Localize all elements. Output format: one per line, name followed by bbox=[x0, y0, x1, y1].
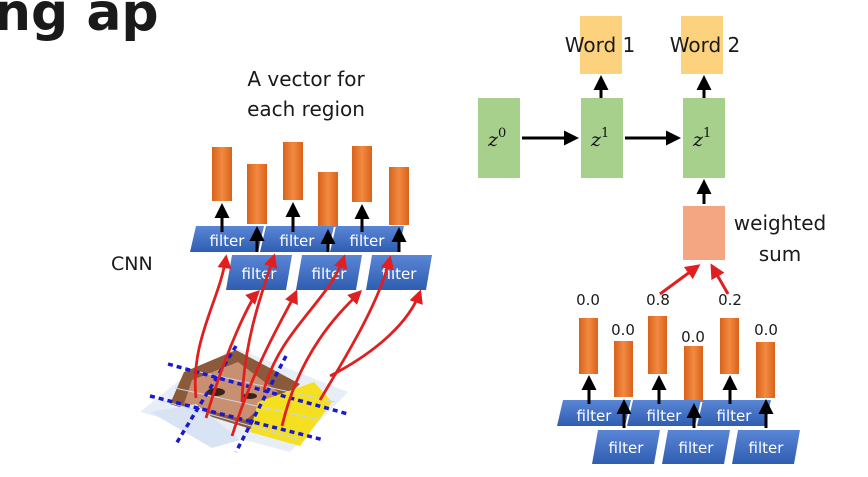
weighted-label-line1: weighted bbox=[734, 211, 826, 235]
region-vector bbox=[579, 318, 598, 374]
word1-label: Word 1 bbox=[565, 33, 636, 57]
attention-weights: 0.0 0.0 0.8 0.0 0.2 0.0 bbox=[576, 291, 778, 346]
vector-caption-line1: A vector for bbox=[247, 67, 365, 91]
z1-box-second bbox=[683, 98, 725, 178]
cnn-label: CNN bbox=[111, 253, 153, 275]
eye-icon bbox=[207, 388, 225, 396]
region-vector bbox=[212, 147, 232, 201]
weight-label: 0.8 bbox=[646, 291, 670, 309]
region-vector bbox=[247, 164, 267, 224]
filter-row-front-right: filter filter filter bbox=[592, 430, 800, 464]
filter-label: filter bbox=[280, 232, 316, 250]
filter-block bbox=[627, 400, 701, 426]
filter-label: filter bbox=[609, 439, 645, 457]
filter-block bbox=[732, 430, 800, 464]
region-vector bbox=[684, 346, 703, 402]
filter-block bbox=[662, 430, 730, 464]
region-vectors-right bbox=[579, 316, 775, 402]
weight-label: 0.0 bbox=[576, 291, 600, 309]
weight-label: 0.0 bbox=[681, 328, 705, 346]
filter-block bbox=[697, 400, 771, 426]
region-vector bbox=[648, 316, 667, 374]
word2-box bbox=[681, 16, 723, 74]
z1-label-second: z1 bbox=[692, 126, 711, 151]
filter-to-vector-arrows-right bbox=[581, 375, 774, 428]
filter-block bbox=[557, 400, 631, 426]
z1-box bbox=[581, 98, 623, 178]
region-vectors bbox=[212, 142, 409, 227]
filter-label: filter bbox=[350, 232, 386, 250]
region-vector bbox=[756, 342, 775, 398]
filter-block bbox=[190, 226, 264, 252]
filter-label: filter bbox=[210, 232, 246, 250]
z1-label: z1 bbox=[590, 126, 609, 151]
z0-box bbox=[478, 98, 520, 178]
filter-label: filter bbox=[679, 439, 715, 457]
weight-label: 0.2 bbox=[718, 291, 742, 309]
filter-block bbox=[330, 226, 404, 252]
word1-box bbox=[580, 16, 622, 74]
left-panel: A vector for each region CNN filter filt… bbox=[111, 67, 432, 453]
weighted-sum-box bbox=[683, 206, 725, 260]
filter-label: filter bbox=[717, 407, 753, 425]
z0-label: z0 bbox=[487, 126, 506, 151]
filter-label: filter bbox=[647, 407, 683, 425]
image-to-filter-arrows bbox=[193, 253, 423, 437]
filter-to-vector-arrows bbox=[214, 202, 407, 252]
filter-label: filter bbox=[749, 439, 785, 457]
region-vector bbox=[389, 167, 409, 225]
filter-row-back: filter filter filter bbox=[190, 226, 404, 252]
rnn-arrows bbox=[522, 75, 712, 204]
weight-label: 0.0 bbox=[754, 321, 778, 339]
filter-block bbox=[260, 226, 334, 252]
filter-row-back-right: filter filter filter bbox=[557, 400, 771, 426]
vector-caption-line2: each region bbox=[247, 97, 365, 121]
right-panel: Word 1 Word 2 z0 z1 z1 weighted sum 0.0 bbox=[478, 16, 826, 464]
filter-label: filter bbox=[577, 407, 613, 425]
region-grid bbox=[149, 345, 349, 453]
region-vector bbox=[318, 172, 338, 227]
region-vector bbox=[283, 142, 303, 200]
weight-label: 0.0 bbox=[611, 321, 635, 339]
region-vector bbox=[614, 341, 633, 397]
region-vector bbox=[352, 146, 372, 202]
filter-label: filter bbox=[242, 265, 278, 283]
region-vector bbox=[720, 318, 739, 374]
slide-title-fragment: ng ap bbox=[0, 0, 159, 43]
word2-label: Word 2 bbox=[670, 33, 741, 57]
attention-arrows bbox=[659, 263, 730, 296]
filter-block bbox=[592, 430, 660, 464]
weighted-label-line2: sum bbox=[759, 242, 802, 266]
filter-label: filter bbox=[312, 265, 348, 283]
